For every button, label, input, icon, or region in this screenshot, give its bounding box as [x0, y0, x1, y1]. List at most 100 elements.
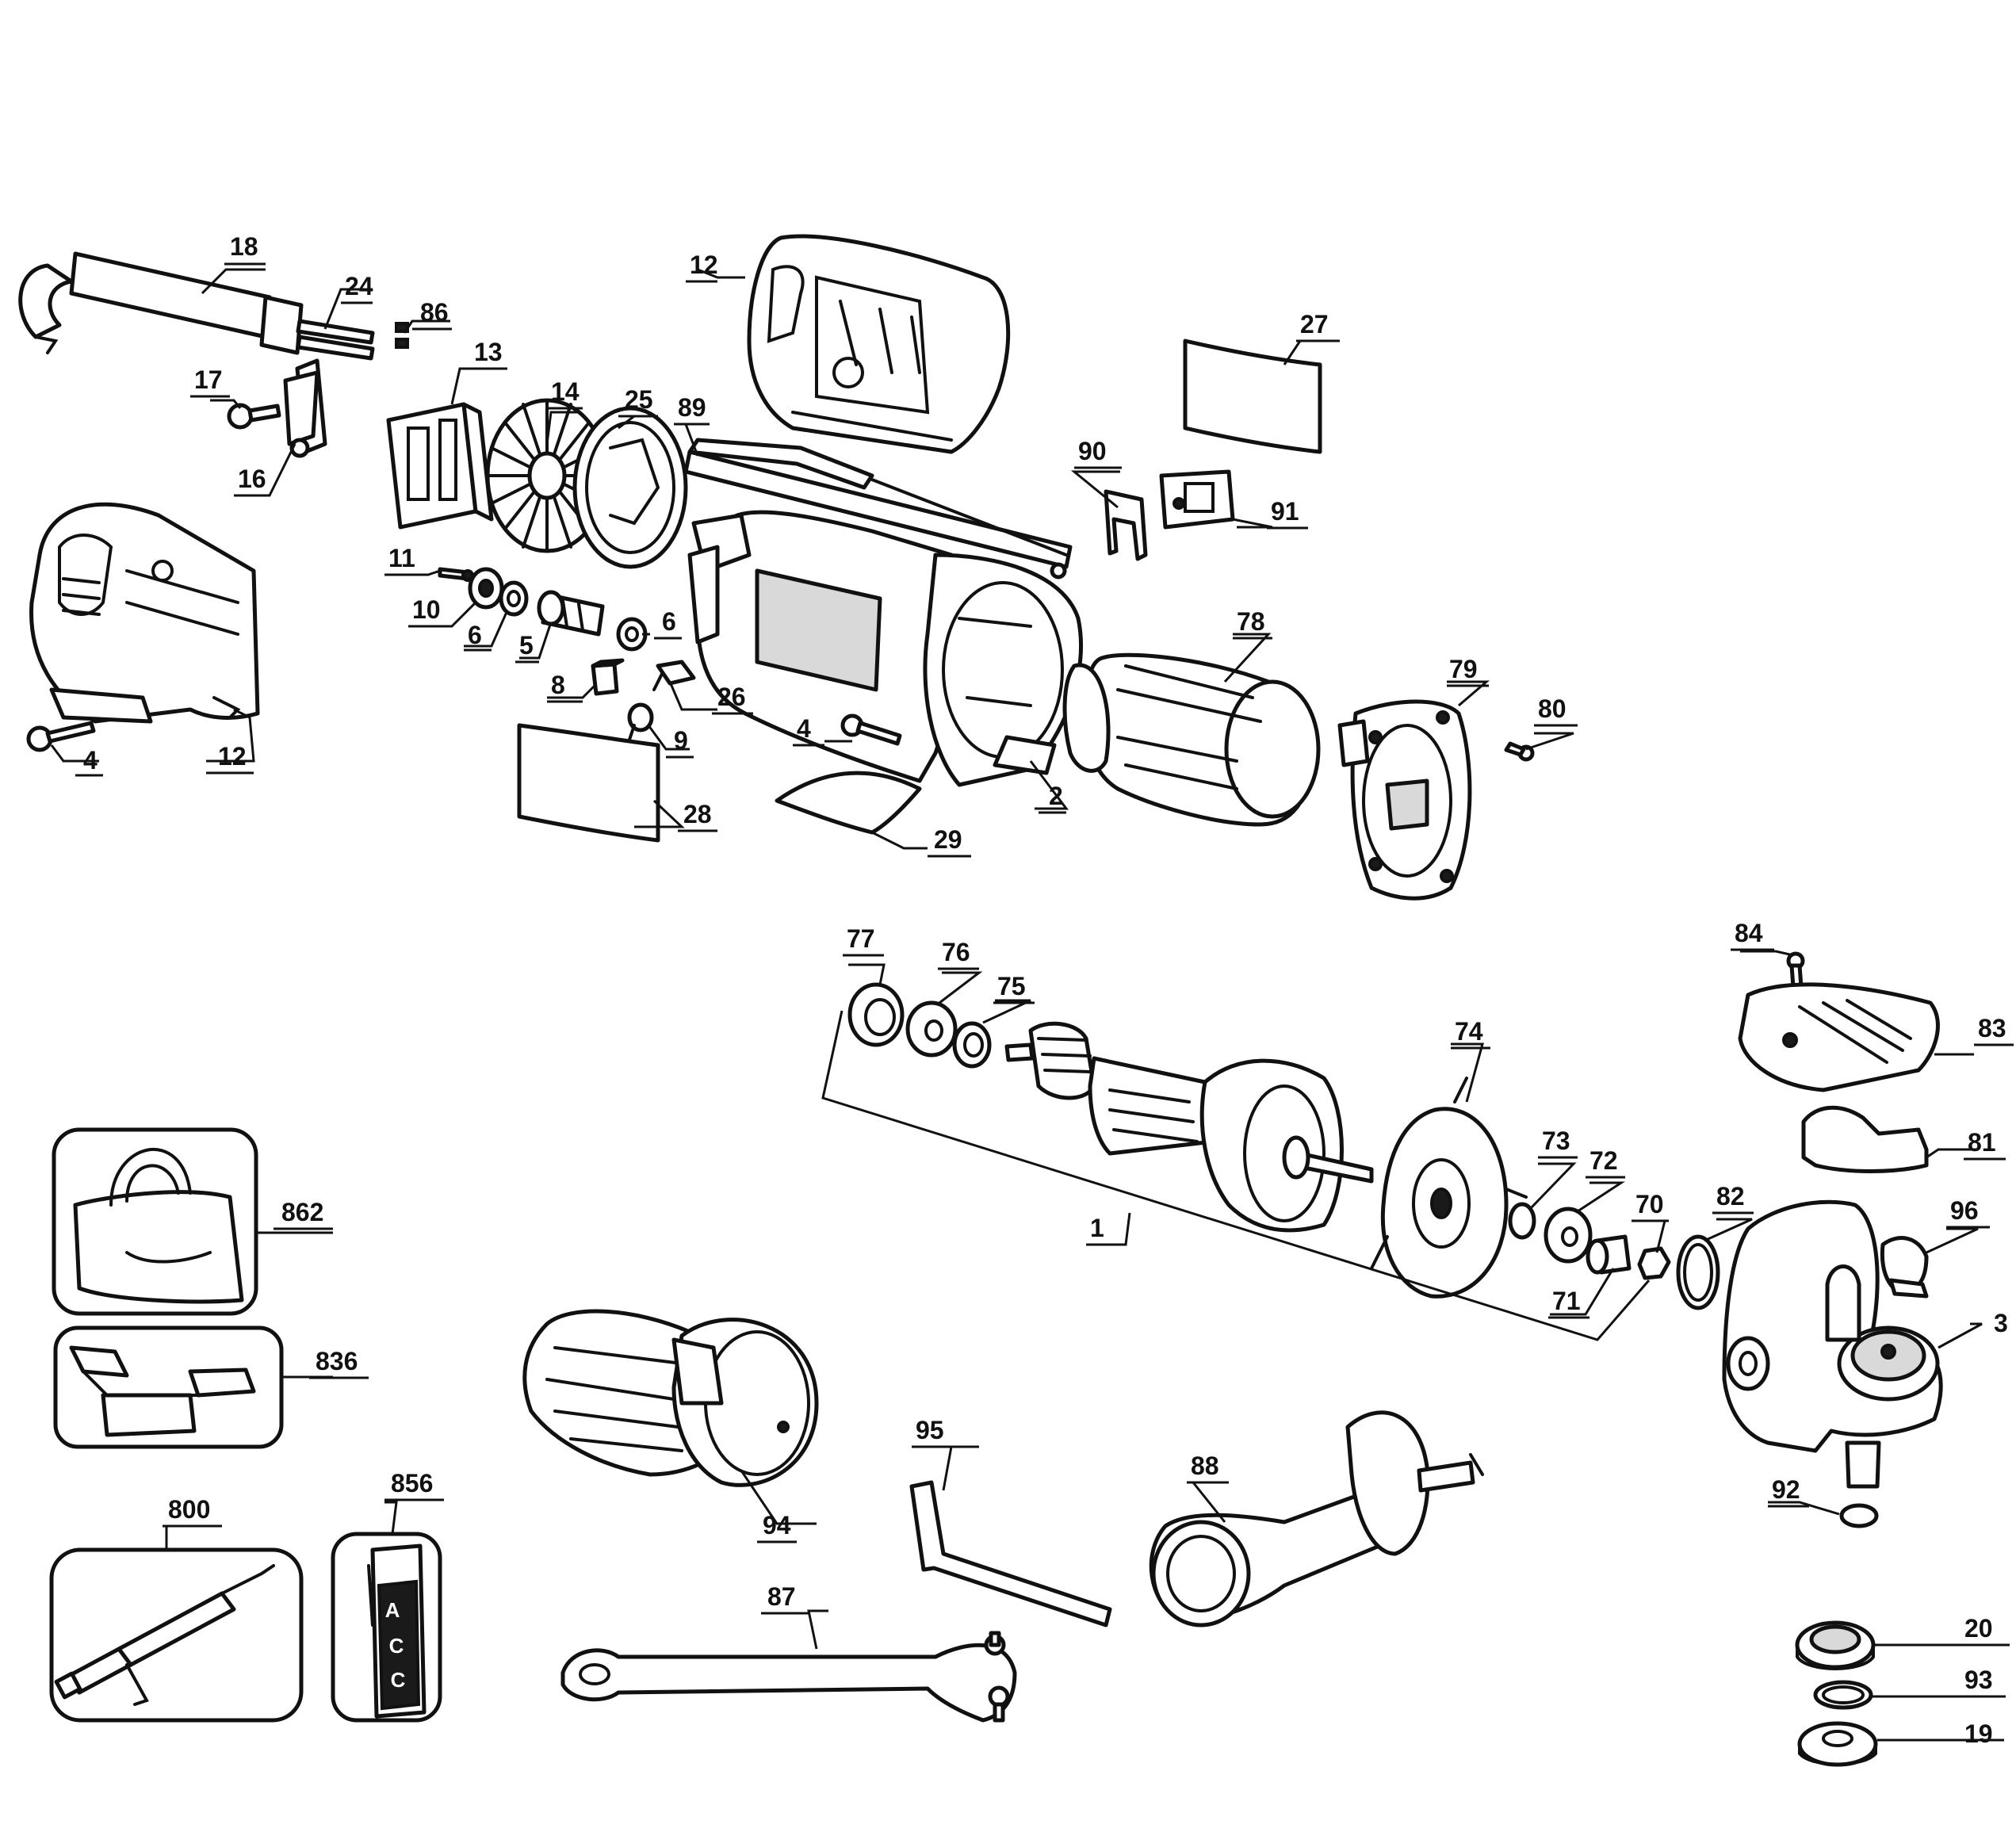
part-856-accessory-box: A C C: [331, 1532, 442, 1723]
callout-27: 27: [1300, 310, 1329, 339]
part-29-label: [775, 771, 922, 835]
part-95-hex-key: [909, 1480, 1112, 1628]
part-1-armature: [1004, 1021, 1374, 1233]
part-800-accessory-box: [49, 1547, 304, 1723]
part-12-housing-half-upper: [747, 234, 1011, 454]
callout-87: 87: [767, 1582, 796, 1611]
part-72-bearing: [1544, 1207, 1593, 1264]
callout-80: 80: [1538, 694, 1567, 723]
part-862-bag-box: [52, 1127, 258, 1316]
callout-862: 862: [281, 1198, 323, 1226]
callout-14: 14: [551, 377, 580, 406]
callout-17: 17: [194, 365, 223, 394]
callout-26: 26: [717, 683, 746, 711]
callout-29: 29: [934, 825, 962, 854]
part-83-gear-case-cover: [1738, 982, 1940, 1092]
callout-77: 77: [847, 924, 875, 953]
callout-71: 71: [1552, 1287, 1581, 1315]
callout-12-lower: 12: [218, 742, 247, 771]
part-12-housing-half-lower: [29, 502, 260, 724]
part-20-inner-flange: [1795, 1620, 1876, 1670]
part-19-outer-flange-nut: [1797, 1721, 1878, 1767]
callout-74: 74: [1455, 1017, 1483, 1046]
part-77-bearing: [847, 982, 905, 1047]
part-4-screw-middle: [840, 713, 902, 746]
callout-3: 3: [1994, 1309, 2008, 1337]
part-91-module: [1159, 469, 1235, 530]
callout-78: 78: [1237, 607, 1265, 636]
part-3-gear-case: [1722, 1199, 1943, 1489]
callout-73: 73: [1542, 1126, 1570, 1155]
part-1-group-bracket: [821, 1010, 1651, 1341]
callout-800: 800: [168, 1495, 210, 1524]
part-93-washer: [1813, 1680, 1873, 1710]
part-78-field: [1062, 652, 1321, 827]
callout-25: 25: [625, 385, 653, 414]
part-86-terminal: [395, 322, 409, 349]
callout-19: 19: [1964, 1719, 1993, 1748]
part-26-brush-spring-clip: [652, 660, 696, 691]
label-856-letter-1: A: [385, 1598, 400, 1622]
part-836-kit-box: [53, 1325, 284, 1449]
callout-11: 11: [388, 544, 415, 572]
part-74-fan-baffle: [1370, 1077, 1528, 1299]
part-18-power-cord: [18, 251, 304, 355]
callout-20: 20: [1964, 1614, 1993, 1643]
part-6-bearing-right: [616, 617, 648, 652]
callout-5: 5: [519, 631, 534, 660]
callout-72: 72: [1589, 1146, 1618, 1175]
part-27-nameplate-label: [1183, 339, 1322, 454]
part-89-switch-bar: [683, 438, 1073, 569]
callout-83: 83: [1978, 1014, 2006, 1042]
callout-28: 28: [683, 800, 712, 828]
part-6-bearing-left: [499, 580, 529, 617]
callout-2: 2: [1049, 782, 1063, 810]
part-24-cord-protector-prongs: [296, 319, 375, 361]
callout-70: 70: [1635, 1190, 1664, 1218]
callout-86: 86: [420, 298, 449, 327]
part-81-spindle-lock-spring: [1801, 1105, 1929, 1173]
part-75-washer: [952, 1021, 992, 1069]
label-856-letter-3: C: [391, 1668, 406, 1692]
part-11-screw: [438, 567, 474, 582]
callout-75: 75: [997, 972, 1026, 1000]
part-76-washer: [905, 1000, 958, 1058]
part-94-wheel-guard: [522, 1309, 819, 1487]
part-4-screw-left: [26, 721, 96, 752]
callout-24: 24: [345, 272, 373, 300]
part-71-pinion: [1586, 1234, 1632, 1275]
part-13-switch: [386, 402, 494, 530]
callout-18: 18: [230, 232, 258, 261]
part-92-o-ring: [1839, 1503, 1879, 1528]
part-96-lock-button: [1880, 1236, 1929, 1299]
callout-856: 856: [391, 1469, 433, 1497]
callout-81: 81: [1968, 1128, 1996, 1157]
part-16-cord-clamp: [283, 358, 327, 458]
callout-6-right: 6: [662, 607, 676, 636]
part-73-washer: [1508, 1202, 1536, 1240]
callout-8: 8: [551, 671, 565, 699]
part-88-side-handle: [1149, 1410, 1484, 1628]
callout-13: 13: [474, 338, 503, 366]
callout-4-middle: 4: [797, 714, 811, 743]
callout-9: 9: [674, 726, 688, 755]
part-70-nut: [1637, 1246, 1671, 1280]
callout-6-left: 6: [468, 621, 482, 649]
callout-95: 95: [916, 1416, 944, 1444]
callout-12-upper: 12: [690, 251, 718, 279]
callout-91: 91: [1271, 497, 1299, 526]
part-10-bearing-cap: [468, 567, 504, 610]
callout-82: 82: [1716, 1182, 1745, 1211]
part-28-label: [517, 723, 660, 843]
part-82-o-ring: [1676, 1234, 1720, 1310]
callout-92: 92: [1772, 1475, 1800, 1504]
callout-93: 93: [1964, 1666, 1993, 1694]
part-79-end-plate: [1337, 699, 1472, 901]
part-2-motor-housing: [687, 510, 1083, 787]
part-90-bracket: [1104, 489, 1148, 561]
callout-labels: 18 24 86 17 16 13 14 25 89 12 27 90 91 1…: [75, 232, 2014, 1748]
callout-16: 16: [238, 465, 266, 493]
callout-89: 89: [678, 393, 706, 422]
callout-10: 10: [412, 595, 441, 624]
